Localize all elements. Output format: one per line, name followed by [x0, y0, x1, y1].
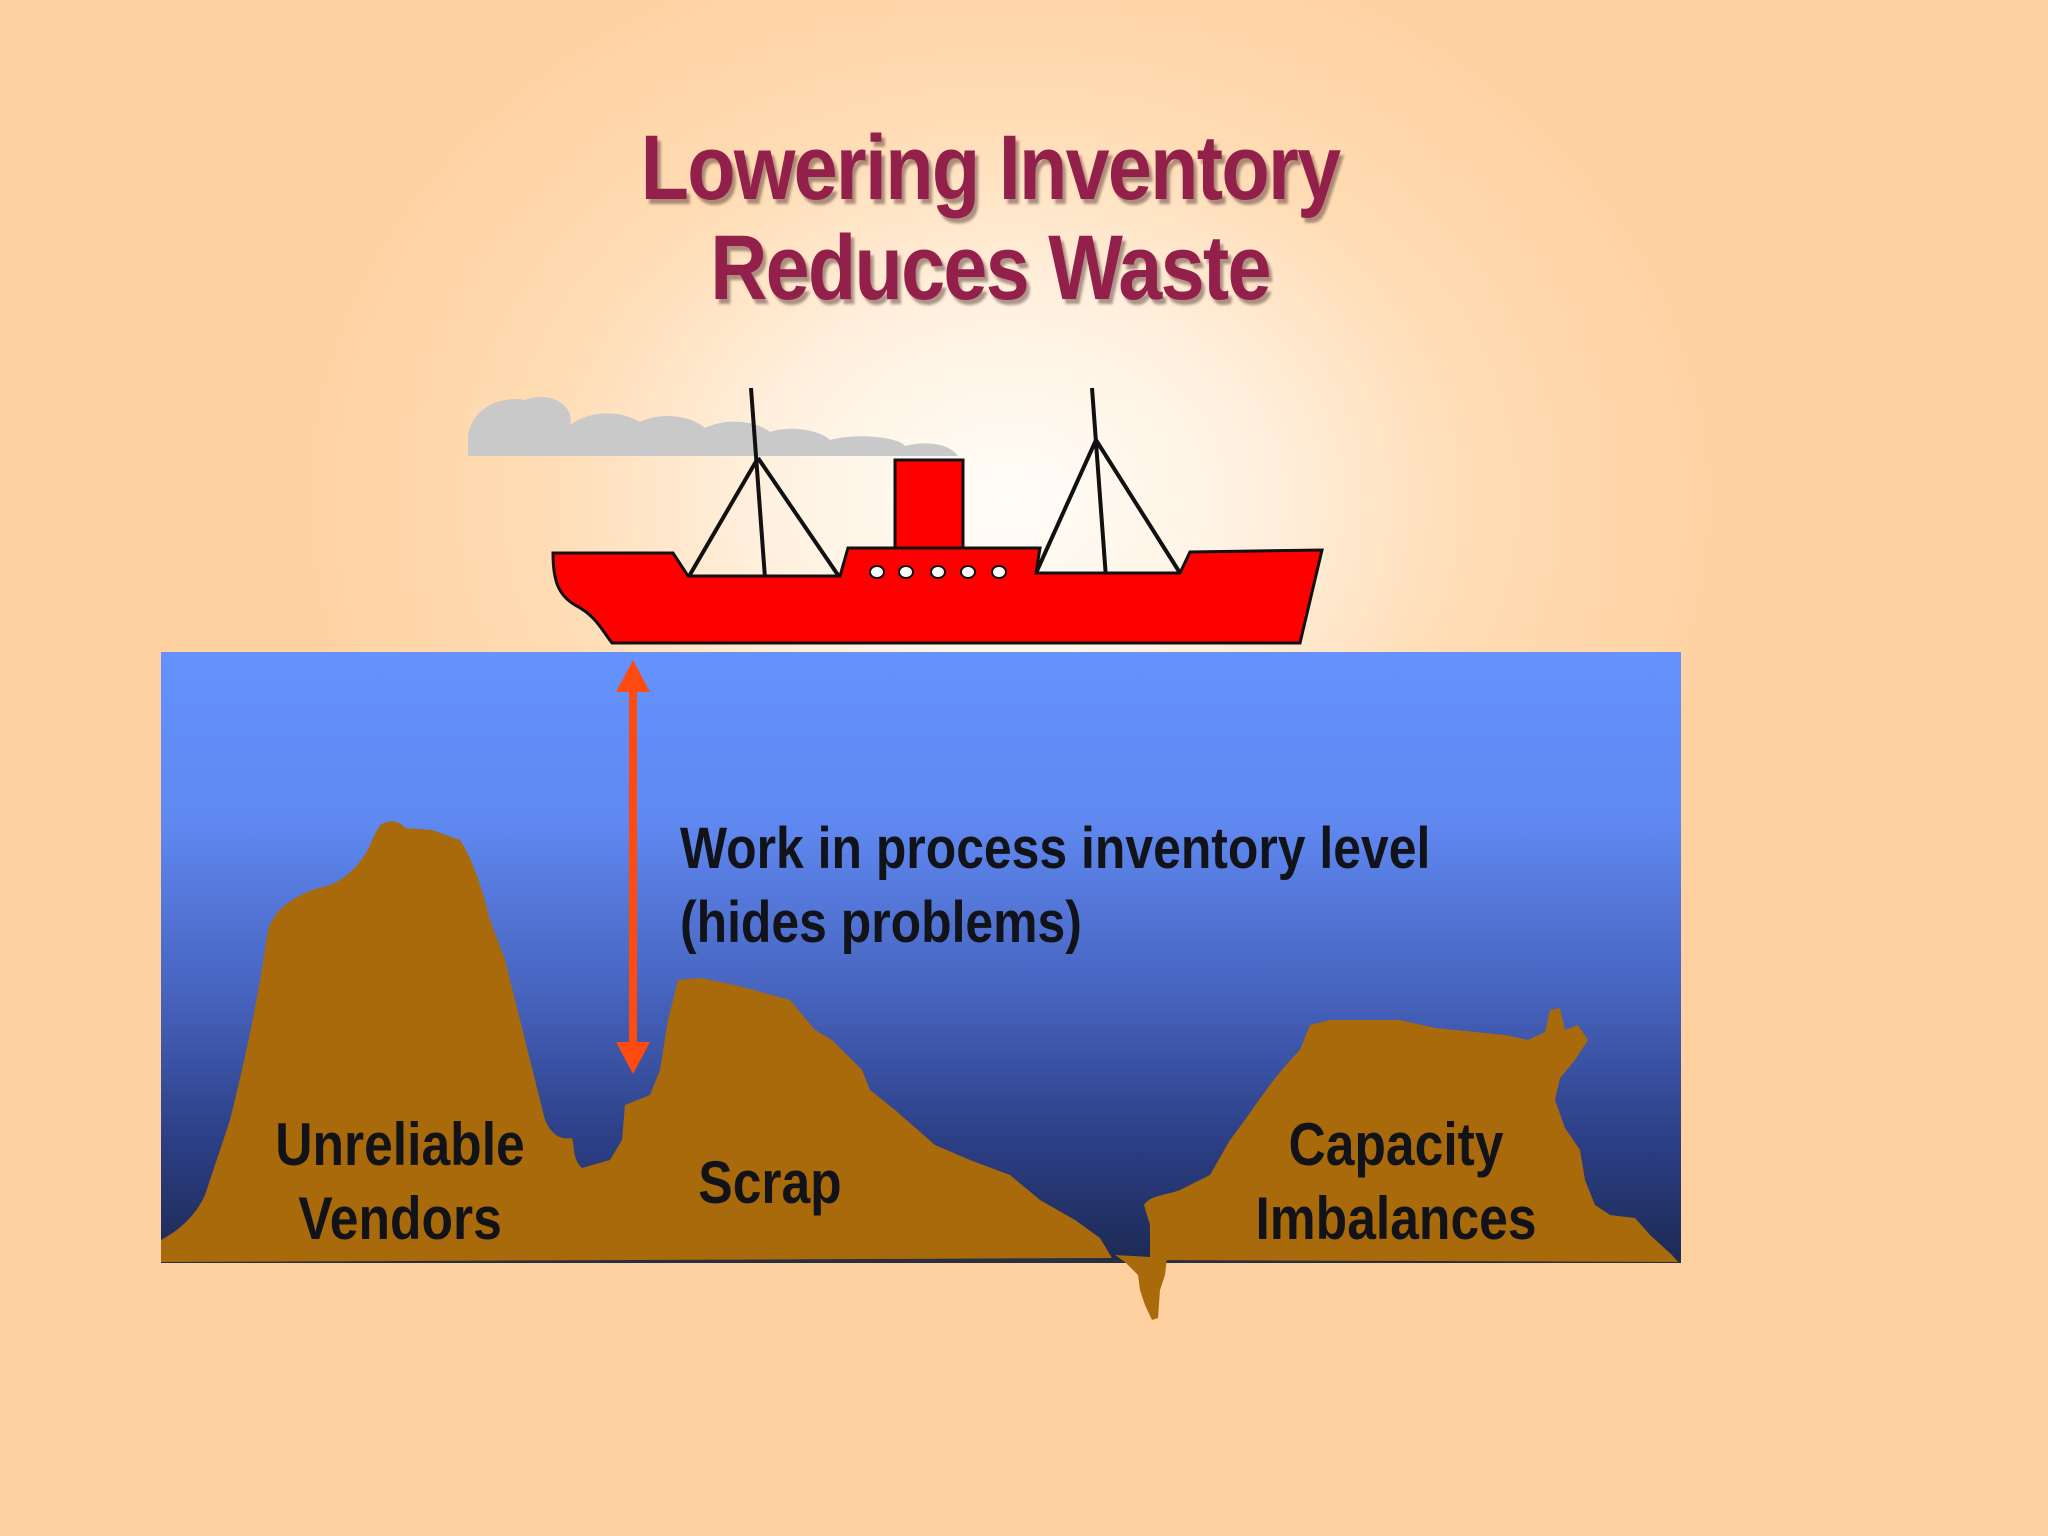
capacity-imbalances-line-1: Capacity	[1288, 1111, 1504, 1178]
inventory-level-line-1: Work in process inventory level	[680, 816, 1431, 881]
scrap-line-1: Scrap	[698, 1149, 842, 1216]
rock-scrap-crevice	[1115, 1255, 1167, 1320]
title-line-1: Lowering Inventory	[640, 117, 1341, 219]
rock-unreliable-vendors	[161, 821, 1112, 1262]
unreliable-vendors-line-2: Vendors	[298, 1185, 502, 1252]
capacity-imbalances-label: Capacity Imbalances	[1215, 1108, 1576, 1256]
rock-capacity-imbalances	[1144, 1008, 1678, 1262]
capacity-imbalances-line-2: Imbalances	[1255, 1185, 1537, 1252]
steamship-icon	[551, 458, 1324, 645]
double-headed-arrow-icon	[616, 660, 650, 1074]
unreliable-vendors-label: Unreliable Vendors	[228, 1108, 572, 1256]
inventory-level-label: Work in process inventory level (hides p…	[680, 812, 1430, 960]
slide-title: Lowering Inventory Reduces Waste	[139, 118, 1842, 318]
unreliable-vendors-line-1: Unreliable	[275, 1111, 525, 1178]
inventory-level-line-2: (hides problems)	[680, 890, 1082, 955]
mast-rigging	[686, 387, 1182, 580]
smoke-cloud-icon	[468, 396, 958, 456]
title-line-2: Reduces Waste	[710, 217, 1271, 319]
porthole-row	[869, 565, 1007, 579]
scrap-label: Scrap	[658, 1146, 882, 1220]
